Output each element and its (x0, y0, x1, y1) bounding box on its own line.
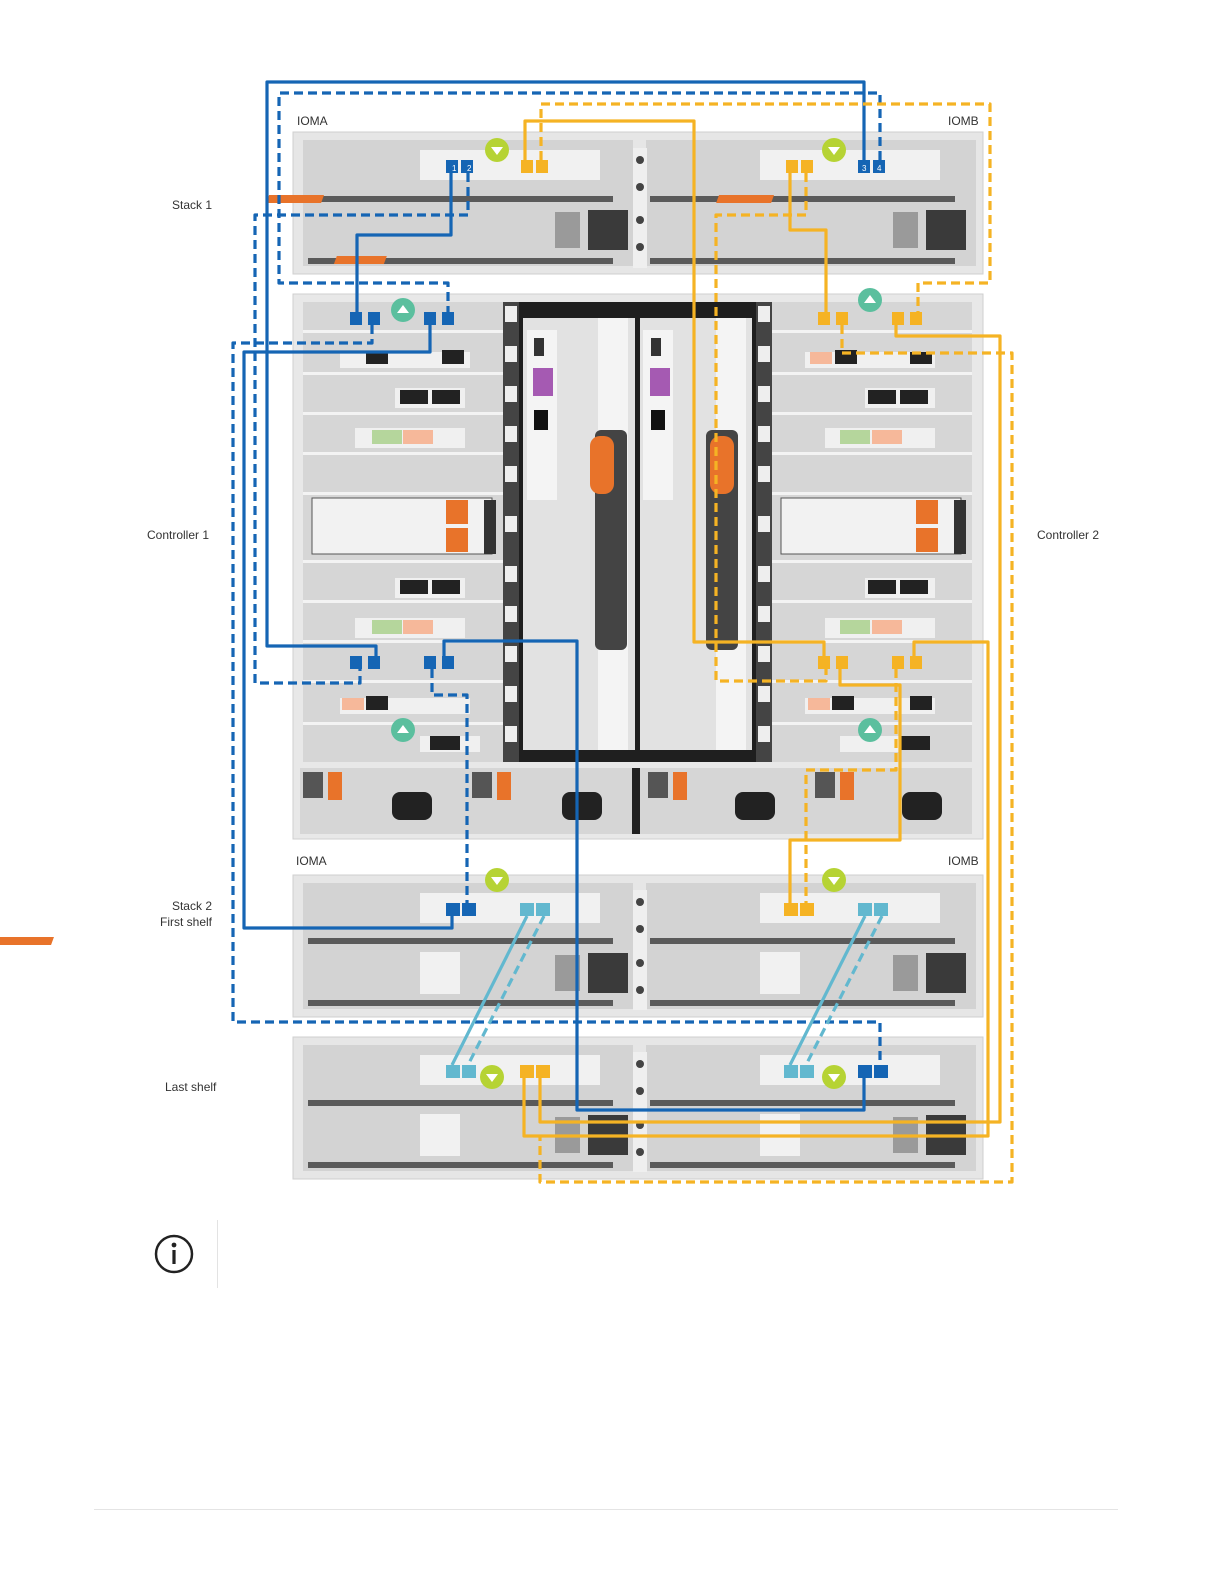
note-divider (217, 1220, 218, 1288)
port-label: 2 (467, 164, 472, 173)
ioma-top-label: IOMA (297, 114, 328, 128)
controller2-label: Controller 2 (1037, 528, 1099, 542)
controller-chassis (293, 288, 983, 839)
last-shelf-label: Last shelf (165, 1080, 216, 1094)
info-circle-icon (156, 1236, 192, 1272)
port-label: 4 (877, 164, 882, 173)
iomb-top-label: IOMB (948, 114, 979, 128)
stack1-shelf (266, 132, 983, 274)
footer-rule (94, 1509, 1118, 1510)
controller1-label: Controller 1 (147, 528, 209, 542)
ioma-bottom-label: IOMA (296, 854, 327, 868)
iomb-bottom-label: IOMB (948, 854, 979, 868)
first-shelf-label: First shelf (140, 915, 212, 929)
stack2-label: Stack 2 (140, 899, 212, 913)
port-label: 1 (452, 164, 457, 173)
stack1-label: Stack 1 (172, 198, 212, 212)
port-label: 3 (862, 164, 867, 173)
stack2-first-shelf (0, 868, 983, 1017)
